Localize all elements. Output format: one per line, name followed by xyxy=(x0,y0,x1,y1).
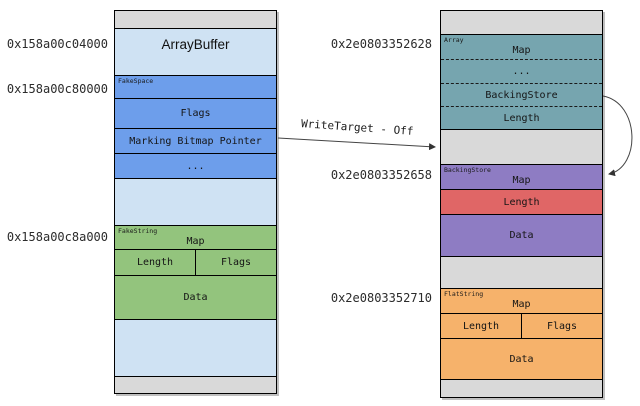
marking-bitmap-pointer: Marking Bitmap Pointer xyxy=(115,128,276,153)
flatstring-map-corner-label: FlatString xyxy=(444,290,484,298)
write-target-arrow-label: WriteTarget - Off xyxy=(301,117,414,138)
fakespace-header: FakeSpace xyxy=(115,75,276,98)
fakestring-map-corner-label: FakeString xyxy=(118,227,158,235)
backingstore-map-corner-label: BackingStore xyxy=(444,166,491,174)
spacer-block xyxy=(115,319,276,376)
array-length-label: Length xyxy=(503,112,540,124)
address-label: 0x2e0803352628 xyxy=(330,37,432,51)
flatstring-length-flags-cell-length: Length xyxy=(441,314,522,338)
bottom-free-block xyxy=(441,379,602,397)
spacer-block xyxy=(115,178,276,225)
array-backingstore-label: BackingStore xyxy=(485,89,558,101)
spacer-block xyxy=(441,256,602,288)
fakestring-length-flags: Length Flags xyxy=(115,249,276,275)
fakestring-length-flags-cell-flags: Flags xyxy=(220,257,252,268)
flatstring-length-flags-cell-flags: Flags xyxy=(546,320,578,332)
array-ellipsis: ... xyxy=(441,59,602,83)
backingstore-length-label: Length xyxy=(503,196,540,208)
fakespace-ellipsis-label: ... xyxy=(186,160,205,172)
fakestring-data: Data xyxy=(115,275,276,319)
flatstring-data-label: Data xyxy=(509,353,534,365)
top-free-block xyxy=(441,11,602,34)
fakespace-ellipsis: ... xyxy=(115,153,276,178)
fakestring-length-flags-cell-length: Length xyxy=(115,250,196,275)
flatstring-data: Data xyxy=(441,338,602,379)
address-label: 0x158a00c80000 xyxy=(6,82,108,96)
address-label: 0x2e0803352710 xyxy=(330,291,432,305)
arraybuffer-block: ArrayBuffer xyxy=(115,28,276,75)
array-map-corner-label: Array xyxy=(444,36,464,44)
bottom-free-block xyxy=(115,376,276,393)
arraybuffer-block-label: ArrayBuffer xyxy=(161,37,230,52)
flatstring-length-flags: Length Flags xyxy=(441,313,602,338)
backingstore-length: Length xyxy=(441,189,602,214)
array-ellipsis-label: ... xyxy=(512,66,531,77)
marking-bitmap-pointer-label: Marking Bitmap Pointer xyxy=(129,135,262,147)
backingstore-data-label: Data xyxy=(509,230,534,241)
address-label: 0x158a00c8a000 xyxy=(6,230,108,244)
array-backingstore: BackingStore xyxy=(441,83,602,106)
backingstore-data: Data xyxy=(441,214,602,256)
write-target-arrow xyxy=(277,137,436,151)
address-label: 0x2e0803352658 xyxy=(330,168,432,182)
fakespace-flags-label: Flags xyxy=(180,108,211,119)
array-map-label: Map xyxy=(512,45,531,56)
fakespace-flags: Flags xyxy=(115,98,276,128)
array-length: Length xyxy=(441,106,602,129)
fakespace-header-corner-label: FakeSpace xyxy=(118,77,154,85)
flatstring-map-label: Map xyxy=(512,299,531,310)
spacer-block xyxy=(441,129,602,164)
backingstore-pointer-loop-arrow xyxy=(602,95,633,177)
backingstore-map-label: Map xyxy=(512,175,531,186)
top-free-block xyxy=(115,11,276,28)
address-label: 0x158a00c04000 xyxy=(6,37,108,51)
fakestring-map-label: Map xyxy=(186,235,205,247)
fakestring-data-label: Data xyxy=(183,292,208,303)
